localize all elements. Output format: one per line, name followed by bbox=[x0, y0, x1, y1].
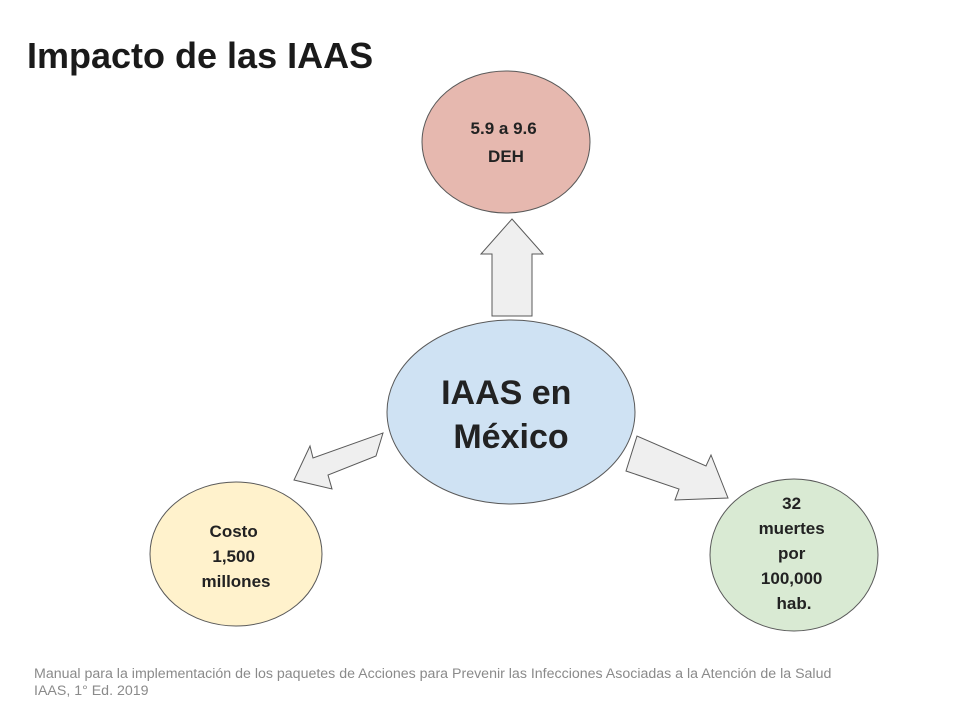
svg-text:5.9 a 9.6 DEH: 5.9 a 9.6 DEH bbox=[471, 119, 542, 166]
node-hospital-days bbox=[421, 70, 591, 214]
node-right-line-1: 32 bbox=[782, 494, 801, 513]
node-deaths bbox=[709, 478, 879, 632]
node-right-line-3: por bbox=[778, 544, 806, 563]
node-center-line-1: IAAS en bbox=[441, 374, 571, 412]
node-left-line-3: millones bbox=[202, 572, 271, 591]
arrow-up bbox=[479, 218, 545, 317]
node-iaas-mexico bbox=[386, 319, 636, 505]
slide-title: Impacto de las IAAS bbox=[27, 35, 374, 76]
node-right-line-5: hab. bbox=[777, 594, 812, 613]
node-top-line-1: 5.9 a 9.6 bbox=[471, 119, 537, 138]
node-right-line-4: 100,000 bbox=[761, 569, 822, 588]
node-cost bbox=[149, 481, 323, 627]
node-left-line-1: Costo bbox=[210, 522, 258, 541]
source-line-2: IAAS, 1° Ed. 2019 bbox=[34, 683, 149, 699]
node-right-line-2: muertes bbox=[759, 519, 825, 538]
arrow-left bbox=[293, 432, 384, 490]
svg-text:IAAS en México: IAAS en México bbox=[441, 374, 581, 456]
source-footnote: Manual para la implementación de los paq… bbox=[34, 666, 944, 700]
source-line-1: Manual para la implementación de los paq… bbox=[34, 666, 832, 682]
node-left-line-2: 1,500 bbox=[212, 547, 255, 566]
svg-text:32 muertes por 100: 32 muertes por 100,000 hab. bbox=[759, 494, 830, 613]
arrow-right bbox=[625, 435, 729, 501]
node-center-line-2: México bbox=[453, 418, 568, 456]
svg-text:Costo 1,500 millones: Costo 1,500 millones bbox=[202, 522, 271, 591]
node-top-line-2: DEH bbox=[488, 147, 524, 166]
